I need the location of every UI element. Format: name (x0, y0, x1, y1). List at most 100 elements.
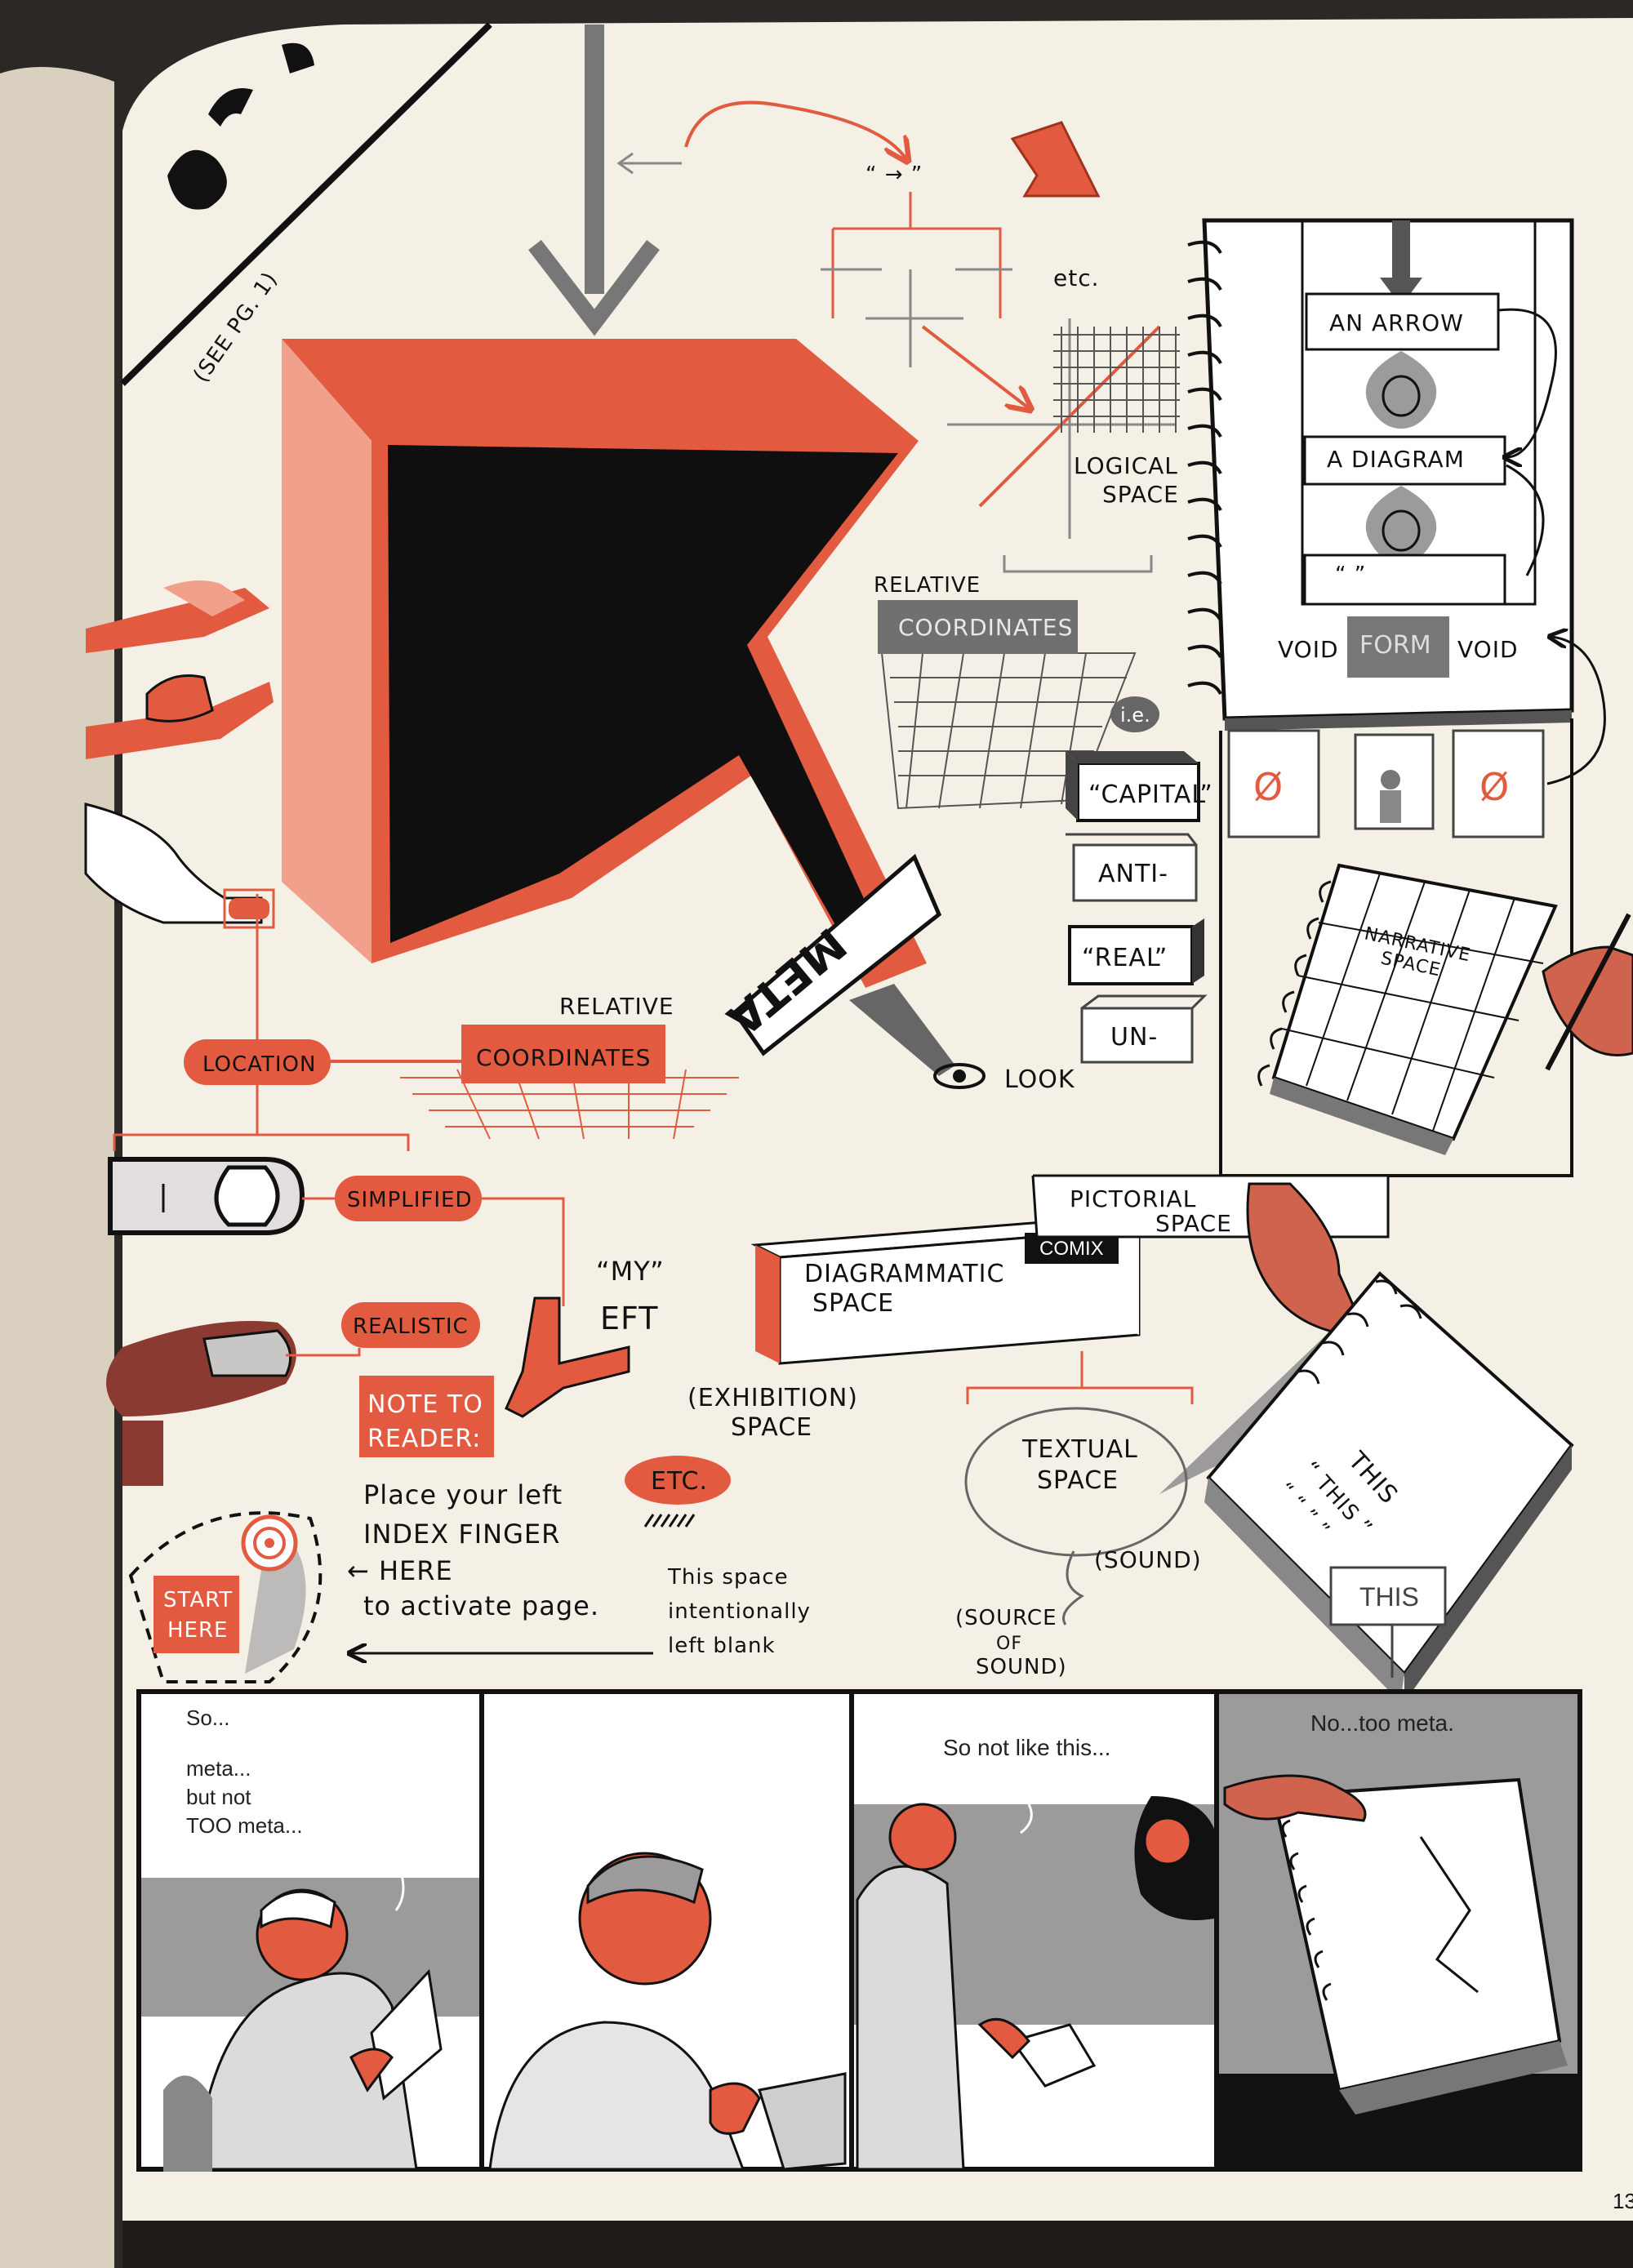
svg-text:ANTI-: ANTI- (1098, 860, 1168, 888)
logical-grid (1053, 327, 1180, 433)
svg-text:DIAGRAMMATIC: DIAGRAMMATIC (804, 1260, 1004, 1288)
svg-text:COMIX: COMIX (1039, 1238, 1104, 1260)
panel-1 (141, 1869, 479, 2172)
svg-text:meta...: meta... (186, 1756, 251, 1781)
svg-text:START: START (163, 1588, 233, 1612)
svg-text:“CAPITAL”: “CAPITAL” (1088, 780, 1213, 809)
box-un: UN- (1080, 994, 1208, 1064)
svg-text:i.e.: i.e. (1120, 704, 1150, 727)
etc-badge: ETC. (625, 1456, 731, 1528)
svg-text:REALISTIC: REALISTIC (353, 1314, 469, 1339)
realistic-badge: REALISTIC (286, 1302, 480, 1357)
svg-text:SPACE: SPACE (812, 1289, 894, 1318)
this-notebook: THIS “ THIS ” “ “ ” ” (1204, 1271, 1574, 1702)
small-red-pointer-arrow (1010, 121, 1101, 198)
svg-text:RELATIVE: RELATIVE (559, 993, 674, 1020)
svg-text:“REAL”: “REAL” (1082, 944, 1168, 972)
svg-text:SPACE: SPACE (1102, 481, 1179, 508)
comic-strip: So... meta... but not TOO meta... So not… (136, 1689, 1582, 2172)
note-to-reader: NOTE TO READER: (359, 1376, 494, 1457)
svg-text:COORDINATES: COORDINATES (476, 1044, 651, 1071)
left-hand-shape (505, 1296, 630, 1418)
location-badge: LOCATION (113, 894, 410, 1151)
svg-text:Ø: Ø (1479, 765, 1509, 809)
svg-text:to activate page.: to activate page. (363, 1590, 599, 1621)
svg-text:OF: OF (996, 1634, 1022, 1654)
svg-text:“MY”: “MY” (596, 1256, 665, 1287)
textual-space-bubble: TEXTUAL SPACE (964, 1351, 1194, 1625)
svg-text:LOGICAL: LOGICAL (1074, 452, 1178, 479)
svg-text:“ ”: “ ” (1335, 563, 1366, 587)
look-beam (849, 984, 955, 1076)
simplified-finger (108, 1157, 305, 1235)
svg-text:THIS: THIS (1359, 1582, 1419, 1612)
this-box: THIS (1329, 1566, 1447, 1678)
svg-text:VOID: VOID (1278, 636, 1339, 663)
svg-text:VOID: VOID (1457, 636, 1519, 663)
logical-space-diagram (616, 100, 1176, 573)
svg-text:but not: but not (186, 1785, 251, 1809)
pointing-hands-left (84, 580, 275, 929)
svg-text:HERE: HERE (167, 1618, 228, 1643)
svg-text:(EXHIBITION): (EXHIBITION) (687, 1384, 858, 1412)
svg-text:FORM: FORM (1359, 631, 1431, 660)
box-real: “REAL” (1068, 918, 1204, 985)
realistic-finger (106, 1321, 296, 1486)
big-red-arrow-cursor (282, 339, 927, 988)
svg-text:Place your left: Place your left (363, 1479, 563, 1510)
svg-text:TEXTUAL: TEXTUAL (1021, 1435, 1138, 1464)
svg-text:(SOURCE: (SOURCE (955, 1606, 1057, 1630)
ie-badge: i.e. (1110, 696, 1159, 732)
svg-text:ETC.: ETC. (651, 1467, 708, 1496)
svg-text:No...too meta.: No...too meta. (1310, 1710, 1454, 1736)
relative-coordinates-red (327, 1025, 739, 1140)
svg-text:(SOUND): (SOUND) (1094, 1546, 1202, 1573)
svg-text:COORDINATES: COORDINATES (898, 614, 1073, 641)
svg-text:INDEX FINGER: INDEX FINGER (363, 1519, 560, 1550)
simplified-badge: SIMPLIFIED (302, 1176, 565, 1306)
svg-text:EFT: EFT (600, 1301, 658, 1336)
panel-4 (1219, 1694, 1577, 2167)
eye-icon (933, 1063, 986, 1089)
svg-text:etc.: etc. (1053, 265, 1100, 291)
svg-text:RELATIVE: RELATIVE (874, 573, 981, 598)
svg-text:intentionally: intentionally (668, 1599, 811, 1624)
notebook-frame (1219, 718, 1573, 1177)
svg-text:SPACE: SPACE (1037, 1466, 1119, 1495)
svg-text:SIMPLIFIED: SIMPLIFIED (347, 1188, 473, 1212)
svg-text:PICTORIAL: PICTORIAL (1070, 1185, 1196, 1212)
svg-text:READER:: READER: (367, 1425, 481, 1453)
svg-text:This space: This space (667, 1565, 789, 1590)
svg-text:So...: So... (186, 1705, 229, 1730)
narrative-space-notebook: NARRATIVE SPACE (1257, 863, 1558, 1155)
box-capital: “CAPITAL” (1066, 751, 1213, 822)
corner-title-fragment (120, 22, 492, 386)
drawing-hand-right (1542, 913, 1633, 1071)
svg-text:So not like this...: So not like this... (943, 1735, 1110, 1760)
start-here-target: START HERE (128, 1511, 323, 1683)
svg-text:SPACE: SPACE (731, 1413, 812, 1442)
svg-text:TOO meta...: TOO meta... (186, 1813, 303, 1838)
box-anti: ANTI- (1066, 833, 1198, 902)
svg-text:“ → ”: “ → ” (865, 162, 923, 187)
svg-text:left blank: left blank (668, 1634, 776, 1658)
left-page-edge (0, 67, 114, 2268)
panel-2 (484, 1694, 849, 2171)
svg-text:← HERE: ← HERE (347, 1555, 453, 1586)
prefix-boxes: “CAPITAL” ANTI- “REAL” UN- (1066, 751, 1213, 1064)
svg-text:A DIAGRAM: A DIAGRAM (1327, 446, 1465, 473)
empty-set-boxes: Ø Ø (1227, 637, 1606, 838)
svg-text:LOOK: LOOK (1004, 1065, 1075, 1094)
svg-text:Ø: Ø (1253, 765, 1283, 809)
svg-text:AN ARROW: AN ARROW (1329, 309, 1464, 336)
svg-text:UN-: UN- (1110, 1023, 1158, 1052)
page-number: 13 (1613, 2189, 1633, 2213)
svg-text:SOUND): SOUND) (976, 1655, 1067, 1679)
gray-down-arrow (528, 24, 660, 336)
svg-text:NOTE TO: NOTE TO (367, 1390, 483, 1419)
svg-text:SPACE: SPACE (1155, 1210, 1232, 1237)
relative-coordinates-gray-box (878, 600, 1137, 810)
spiral-notebook: AN ARROW A DIAGRAM “ ” VOID FORM VOID (1187, 218, 1574, 731)
